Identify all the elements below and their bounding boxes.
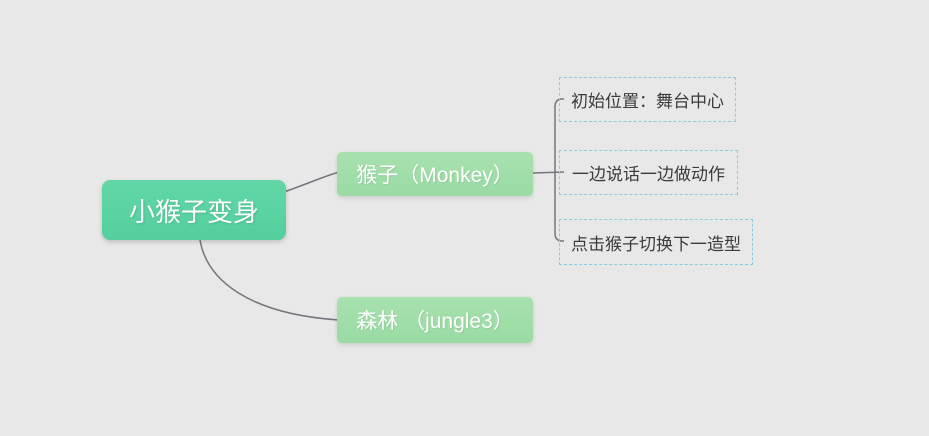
leaf-node-talk-and-act[interactable]: 一边说话一边做动作 [559,150,738,195]
branch-node-jungle[interactable]: 森林 （jungle3） [337,297,533,343]
edge-root-to-monkey [280,171,340,194]
branch-node-monkey[interactable]: 猴子（Monkey） [337,152,533,196]
edge-root-to-jungle [199,239,340,321]
leaf-node-initial-position[interactable]: 初始位置：舞台中心 [559,77,736,122]
leaf-node-click-switch-costume[interactable]: 点击猴子切换下一造型 [559,219,753,265]
root-node[interactable]: 小猴子变身 [102,180,286,240]
